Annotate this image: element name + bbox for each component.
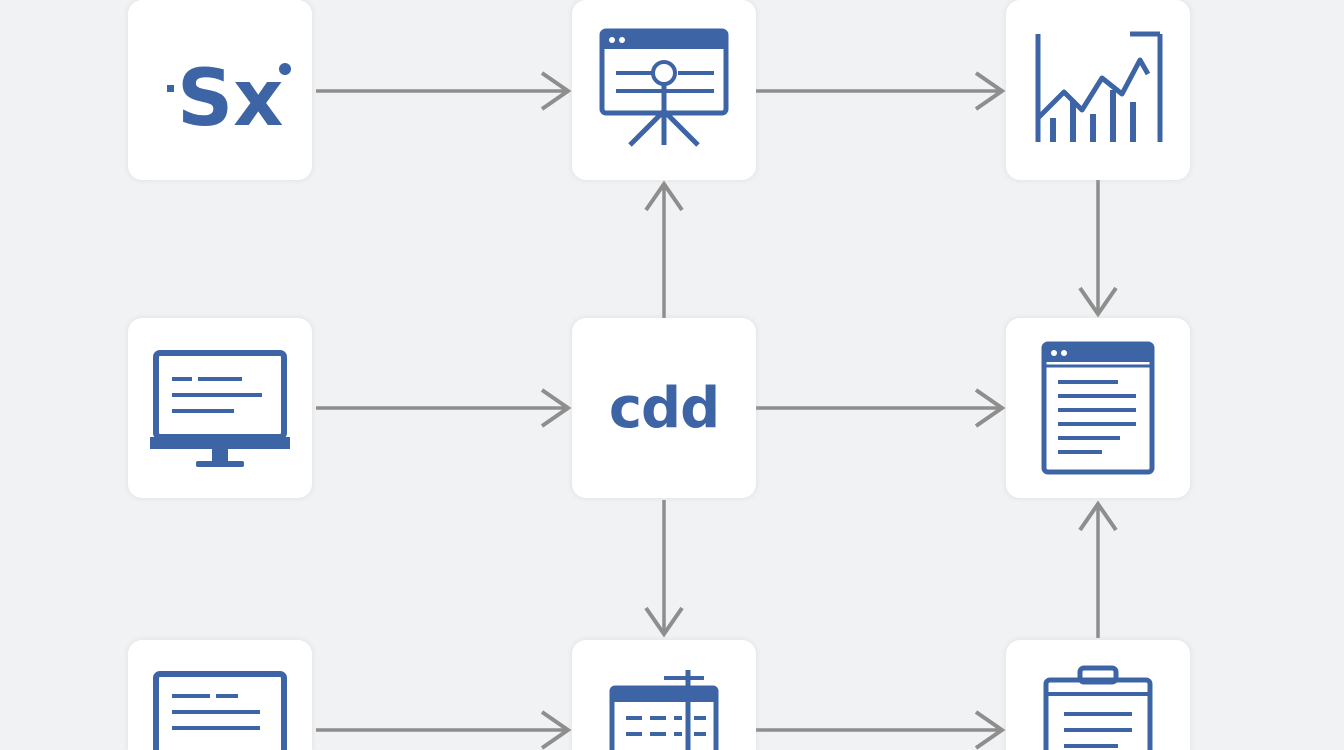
arrowhead-clipboard-to-document bbox=[1078, 500, 1118, 532]
arrowhead-sx-to-presentation bbox=[540, 71, 572, 111]
document-window-icon bbox=[1041, 341, 1155, 475]
calendar-table-icon bbox=[609, 670, 719, 750]
arrowhead-monitor-to-cdd bbox=[540, 388, 572, 428]
bar-chart-icon bbox=[1035, 31, 1163, 142]
arrowhead-presentation-to-chart bbox=[974, 71, 1006, 111]
sx-logo-icon: Sx bbox=[167, 54, 291, 144]
arrowhead-cdd-to-document bbox=[974, 388, 1006, 428]
node-document bbox=[1006, 318, 1190, 498]
arrowhead-cdd-to-calendar bbox=[644, 606, 684, 638]
clipboard-icon bbox=[1043, 665, 1153, 750]
desktop-monitor-icon bbox=[150, 350, 290, 467]
text-panel-icon bbox=[153, 671, 287, 750]
arrowhead-chart-to-document bbox=[1078, 286, 1118, 318]
sx-logo-text: Sx bbox=[177, 54, 284, 144]
arrowhead-cdd-to-presentation bbox=[644, 180, 684, 212]
node-calendar bbox=[572, 640, 756, 750]
cdd-label: cdd bbox=[608, 375, 720, 441]
arrowhead-textpanel-to-calendar bbox=[540, 710, 572, 750]
node-clipboard bbox=[1006, 640, 1190, 750]
node-bar-chart bbox=[1006, 0, 1190, 180]
node-monitor bbox=[128, 318, 312, 498]
node-text-panel bbox=[128, 640, 312, 750]
node-cdd: cdd bbox=[572, 318, 756, 498]
arrowhead-calendar-to-clipboard bbox=[974, 710, 1006, 750]
node-sx-logo: Sx bbox=[128, 0, 312, 180]
presentation-board-icon bbox=[599, 28, 729, 147]
node-presentation bbox=[572, 0, 756, 180]
